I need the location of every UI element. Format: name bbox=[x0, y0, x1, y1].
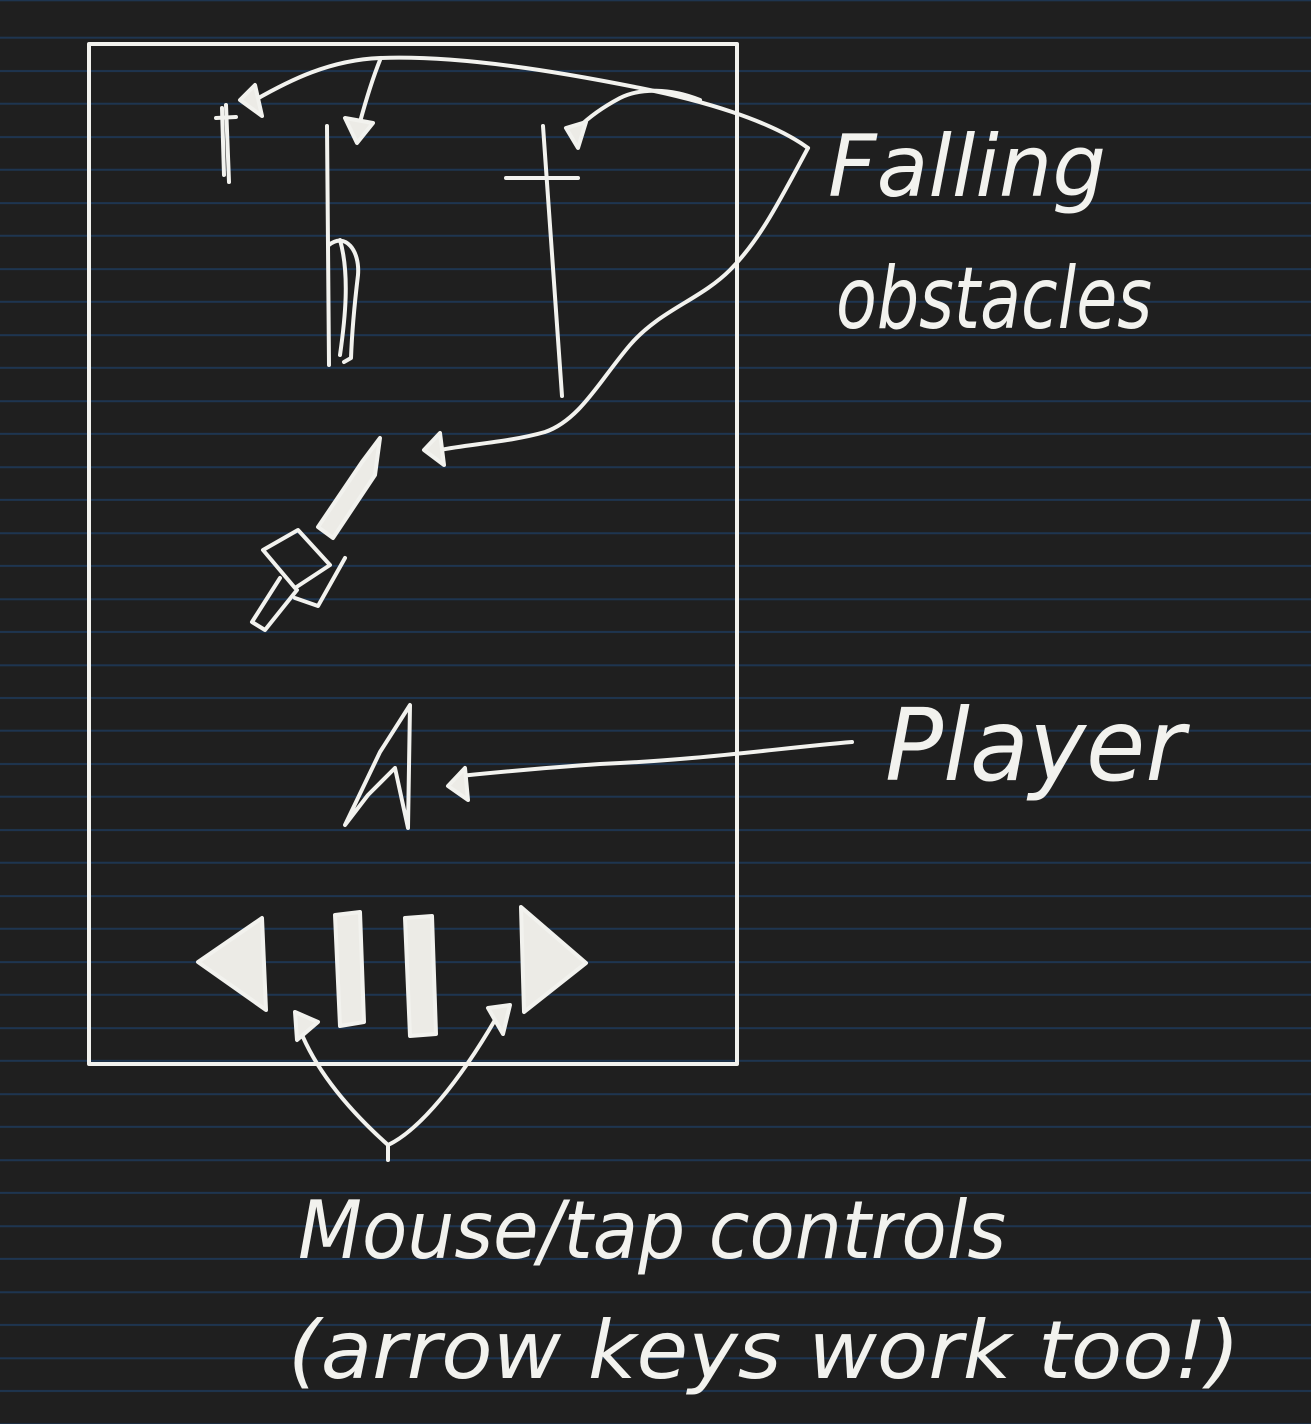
control-left-arrow[interactable] bbox=[196, 916, 268, 1012]
control-pause-button[interactable] bbox=[333, 910, 438, 1038]
game-frame bbox=[87, 42, 739, 1066]
control-right-arrow[interactable] bbox=[519, 905, 588, 1014]
label-obstacles: obstacles bbox=[836, 249, 1152, 349]
obstacle-bow bbox=[325, 124, 361, 367]
controls-arrows bbox=[293, 1003, 512, 1162]
label-arrow-keys: (arrow keys work too!) bbox=[288, 1304, 1240, 1397]
label-player: Player bbox=[885, 687, 1191, 804]
player-arrow bbox=[446, 740, 854, 802]
obstacle-sword bbox=[250, 436, 382, 632]
falling-obstacles-arrows bbox=[238, 55, 810, 467]
obstacle-spear bbox=[504, 124, 580, 398]
player-ship bbox=[343, 703, 412, 830]
label-falling: Falling bbox=[828, 117, 1106, 217]
label-controls: Mouse/tap controls bbox=[298, 1184, 1006, 1277]
obstacle-small-cross bbox=[214, 103, 238, 184]
